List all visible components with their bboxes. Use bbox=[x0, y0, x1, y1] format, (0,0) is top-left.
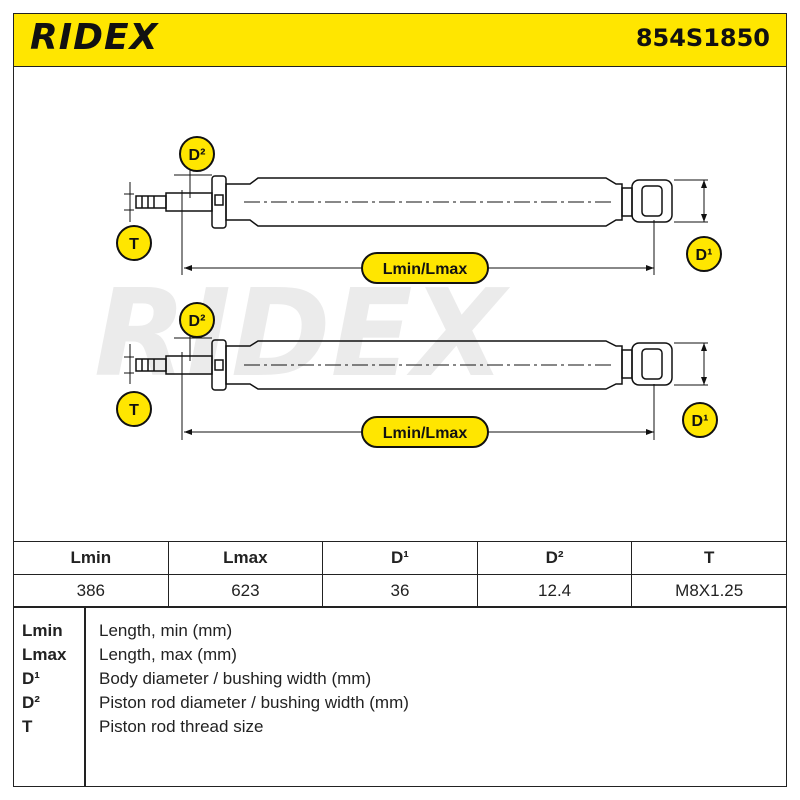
value-d1: 36 bbox=[322, 574, 478, 608]
svg-text:D²: D² bbox=[189, 313, 206, 330]
header-bar bbox=[13, 13, 787, 67]
badge-t-top: T bbox=[116, 225, 152, 261]
svg-text:T: T bbox=[129, 236, 139, 253]
badge-d2-bottom: D² bbox=[179, 302, 215, 338]
shock-bottom bbox=[124, 333, 708, 440]
legend-box bbox=[13, 606, 787, 787]
svg-text:Lmin/Lmax: Lmin/Lmax bbox=[383, 261, 468, 278]
badge-length-bottom: Lmin/Lmax bbox=[361, 416, 489, 448]
header-lmax: Lmax bbox=[167, 541, 324, 575]
header-d1: D¹ bbox=[322, 541, 478, 575]
svg-text:D¹: D¹ bbox=[692, 413, 709, 430]
value-lmin: 386 bbox=[13, 574, 169, 608]
legend-key: D¹ bbox=[22, 669, 40, 688]
badge-d1-top: D¹ bbox=[686, 236, 722, 272]
spec-table: Lmin Lmax D¹ D² T 386 623 36 12.4 M8X1.2… bbox=[13, 541, 787, 608]
body-top bbox=[225, 177, 623, 227]
brand-logo: RIDEX bbox=[30, 17, 159, 58]
legend-desc: Length, min (mm) bbox=[99, 621, 233, 640]
badge-length-top: Lmin/Lmax bbox=[361, 252, 489, 284]
header-t: T bbox=[631, 541, 787, 575]
legend-desc: Piston rod thread size bbox=[99, 717, 264, 736]
svg-text:Lmin/Lmax: Lmin/Lmax bbox=[383, 425, 468, 442]
shock-absorber-diagram: RIDEX bbox=[94, 136, 722, 448]
badge-d2-top: D² bbox=[179, 136, 215, 172]
legend-desc: Length, max (mm) bbox=[99, 645, 237, 664]
thread-top bbox=[135, 195, 167, 209]
legend-divider bbox=[84, 606, 86, 787]
value-d2: 12.4 bbox=[476, 574, 633, 608]
value-t: M8X1.25 bbox=[631, 574, 787, 608]
body-bottom bbox=[225, 340, 623, 390]
legend-key: D² bbox=[22, 693, 40, 712]
collar-top bbox=[211, 175, 227, 229]
badge-d1-bottom: D¹ bbox=[682, 402, 718, 438]
header-lmin: Lmin bbox=[13, 541, 169, 575]
eye-bottom bbox=[631, 342, 673, 386]
value-lmax: 623 bbox=[167, 574, 324, 608]
watermark: RIDEX bbox=[94, 265, 511, 404]
header-d2: D² bbox=[476, 541, 633, 575]
badge-t-bottom: T bbox=[116, 391, 152, 427]
legend-key: Lmin bbox=[22, 621, 63, 640]
spec-value-row: 386 623 36 12.4 M8X1.25 bbox=[13, 574, 787, 608]
svg-text:D¹: D¹ bbox=[696, 247, 713, 264]
legend-desc: Piston rod diameter / bushing width (mm) bbox=[99, 693, 409, 712]
legend-key: Lmax bbox=[22, 645, 67, 664]
eye-top bbox=[631, 179, 673, 223]
svg-text:D²: D² bbox=[189, 147, 206, 164]
legend-desc: Body diameter / bushing width (mm) bbox=[99, 669, 372, 688]
legend-key: T bbox=[22, 717, 33, 736]
spec-header-row: Lmin Lmax D¹ D² T bbox=[13, 541, 787, 575]
rod-top bbox=[165, 192, 213, 212]
part-number: 854S1850 bbox=[635, 24, 770, 52]
svg-text:T: T bbox=[129, 402, 139, 419]
